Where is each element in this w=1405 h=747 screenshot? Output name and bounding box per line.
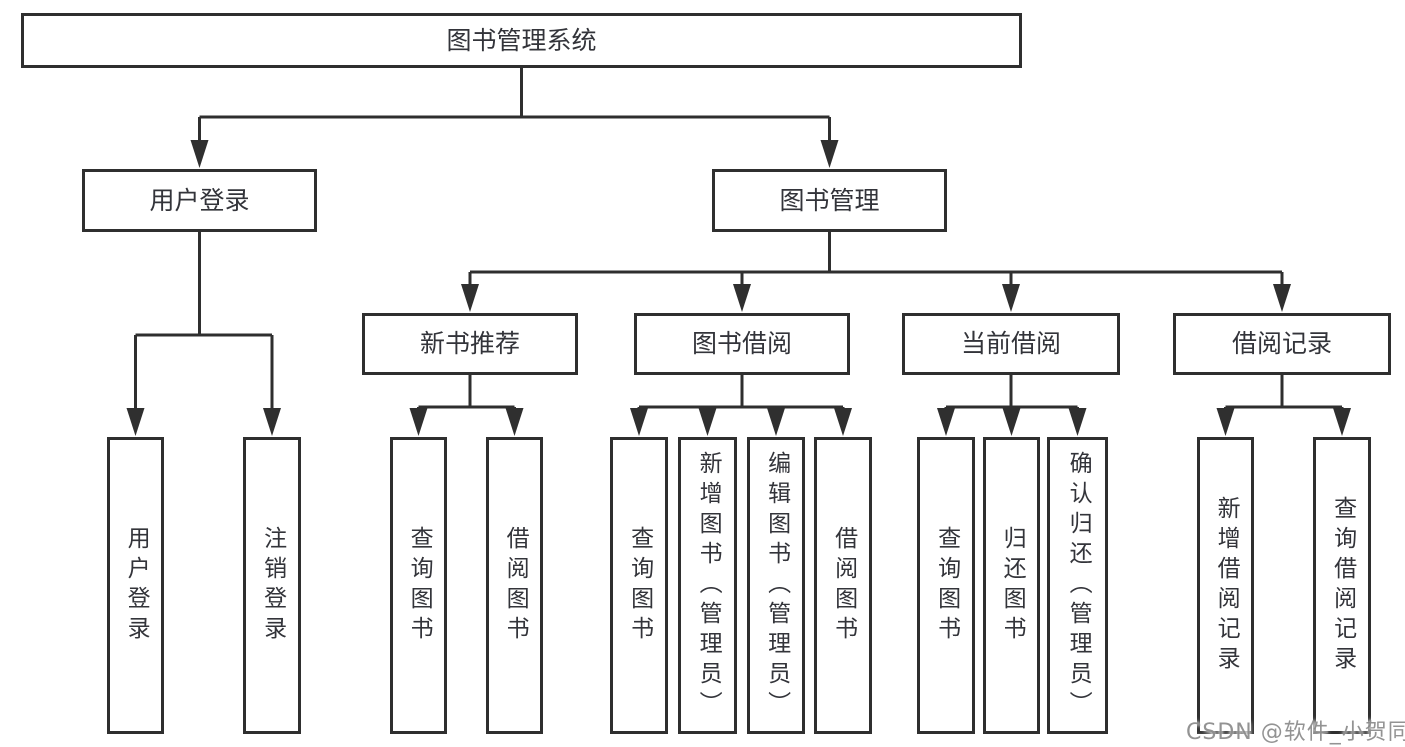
csdn-watermark: CSDN @软件_小贺同学 xyxy=(1186,720,1405,745)
node-new-book-recommend: 新书推荐 xyxy=(362,313,578,375)
leaf-confirm-return-admin: 确认归还（管理员） xyxy=(1047,437,1108,734)
leaf-query-borrow-record: 查询借阅记录 xyxy=(1313,437,1371,734)
leaf-user-login: 用户登录 xyxy=(107,437,164,734)
leaf-borrow-books-recommend: 借阅图书 xyxy=(486,437,543,734)
leaf-query-books-borrow: 查询图书 xyxy=(610,437,668,734)
leaf-add-books-admin: 新增图书（管理员） xyxy=(678,437,737,734)
leaf-edit-books-admin: 编辑图书（管理员） xyxy=(747,437,805,734)
leaf-query-books-recommend: 查询图书 xyxy=(390,437,447,734)
leaf-borrow-books-borrow: 借阅图书 xyxy=(814,437,872,734)
leaf-add-borrow-record: 新增借阅记录 xyxy=(1197,437,1254,734)
leaf-logout: 注销登录 xyxy=(243,437,301,734)
node-current-borrow: 当前借阅 xyxy=(902,313,1120,375)
leaf-return-books: 归还图书 xyxy=(983,437,1040,734)
node-book-borrow: 图书借阅 xyxy=(634,313,850,375)
node-user-login: 用户登录 xyxy=(82,169,317,232)
node-book-management: 图书管理 xyxy=(712,169,947,232)
node-borrow-records: 借阅记录 xyxy=(1173,313,1391,375)
leaf-query-books-current: 查询图书 xyxy=(917,437,975,734)
node-library-management-system: 图书管理系统 xyxy=(21,13,1022,68)
